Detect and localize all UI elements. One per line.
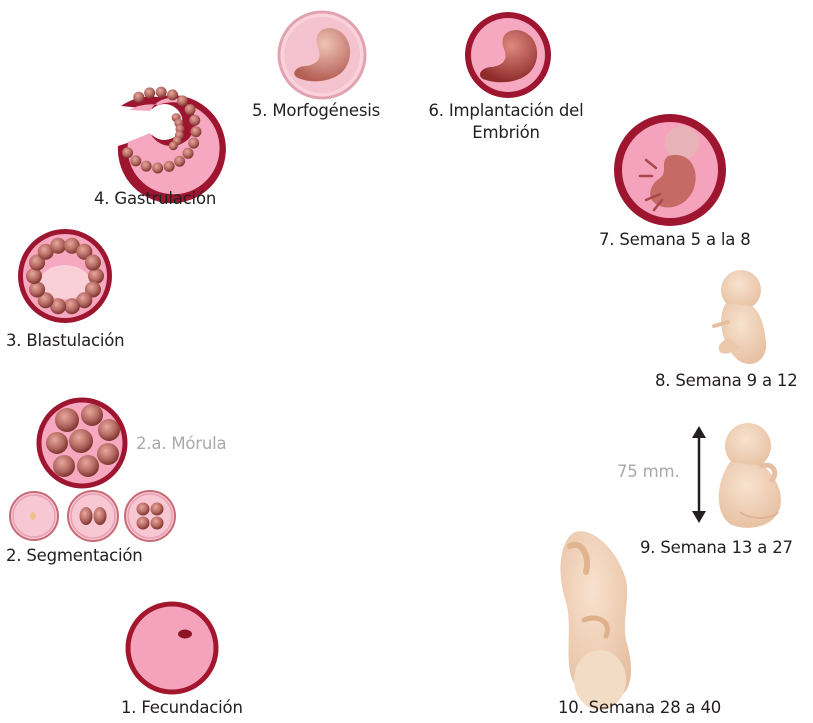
cell-ball bbox=[64, 298, 80, 314]
label-semana-28-40: 10. Semana 28 a 40 bbox=[558, 697, 721, 719]
cell-ball bbox=[141, 161, 152, 172]
label-implantacion: 6. Implantación del Embrión bbox=[420, 100, 592, 144]
cell-ball bbox=[152, 162, 163, 173]
cell-ball bbox=[188, 138, 199, 149]
label-semana-5-8: 7. Semana 5 a la 8 bbox=[599, 229, 751, 251]
fetus-week-28-40 bbox=[560, 531, 631, 710]
label-blastulacion: 3. Blastulación bbox=[6, 330, 124, 352]
cell-ball bbox=[169, 141, 178, 150]
cell-ball bbox=[29, 281, 45, 297]
morula bbox=[39, 400, 125, 486]
segmentacion-cell-1 bbox=[10, 492, 58, 540]
label-gastrulacion: 4. Gastrulación bbox=[94, 188, 216, 210]
cell-ball bbox=[177, 95, 188, 106]
label-implantacion-line1: 6. Implantación del bbox=[420, 100, 592, 122]
cell-ball bbox=[50, 238, 66, 254]
embryo-week-5-8 bbox=[614, 114, 726, 226]
label-segmentacion: 2. Segmentación bbox=[6, 545, 143, 567]
label-measure: 75 mm. bbox=[617, 461, 679, 483]
cell-ball bbox=[190, 126, 201, 137]
blastula bbox=[18, 229, 112, 323]
cell-ball bbox=[130, 155, 141, 166]
cell-ball bbox=[156, 87, 167, 98]
label-implantacion-line2: Embrión bbox=[420, 122, 592, 144]
segmentacion-cell-2 bbox=[68, 491, 118, 541]
label-semana-9-12: 8. Semana 9 a 12 bbox=[655, 370, 798, 392]
cell-ball bbox=[183, 148, 194, 159]
fetus-week-13-27 bbox=[719, 423, 781, 528]
fecundacion-zygote bbox=[128, 604, 216, 692]
cell-ball bbox=[144, 87, 155, 98]
gastrula bbox=[118, 87, 226, 204]
label-semana-13-27: 9. Semana 13 a 27 bbox=[640, 537, 793, 559]
cell-ball bbox=[189, 115, 200, 126]
implantacion-embryo bbox=[465, 12, 551, 98]
measure-arrow bbox=[692, 426, 706, 523]
cell-ball bbox=[185, 104, 196, 115]
segmentacion-cells bbox=[10, 491, 175, 541]
cell-ball bbox=[167, 89, 178, 100]
cell-ball bbox=[88, 268, 104, 284]
cell-ball bbox=[122, 147, 133, 158]
cell-ball bbox=[85, 255, 101, 271]
label-morfogenesis: 5. Morfogénesis bbox=[252, 100, 380, 122]
cell-ball bbox=[26, 268, 42, 284]
label-fecundacion: 1. Fecundación bbox=[121, 697, 243, 719]
label-morula: 2.a. Mórula bbox=[136, 433, 226, 455]
cell-ball bbox=[164, 161, 175, 172]
fetus-week-9-12 bbox=[714, 270, 766, 364]
cell-ball bbox=[133, 92, 144, 103]
segmentacion-cell-3 bbox=[125, 491, 175, 541]
morfogenesis-embryo bbox=[279, 12, 365, 98]
cell-ball bbox=[174, 156, 185, 167]
